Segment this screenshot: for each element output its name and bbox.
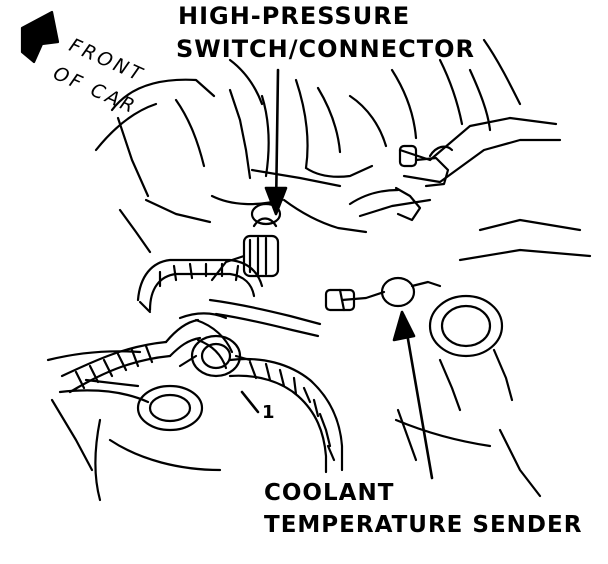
radiator-cap-area	[46, 350, 222, 502]
high-pressure-switch-label-line2: SWITCH/CONNECTOR	[176, 35, 475, 63]
callout-number: 1	[262, 402, 275, 423]
thermostat-housing	[394, 294, 542, 498]
high-pressure-switch	[210, 202, 282, 282]
high-pressure-switch-label-line1: HIGH-PRESSURE	[178, 2, 411, 30]
leader-arrows	[240, 68, 434, 480]
coolant-leader	[402, 314, 434, 480]
high-pressure-arrowhead-icon	[264, 186, 288, 216]
radiator-hose	[136, 258, 344, 474]
coolant-temperature-sender	[324, 276, 442, 312]
hose-connector	[178, 334, 252, 378]
coolant-sender-label-line2: TEMPERATURE SENDER	[264, 512, 583, 538]
engine-block-outline	[94, 38, 522, 254]
coolant-arrowhead-icon	[392, 310, 416, 342]
high-pressure-leader	[274, 68, 280, 212]
wiring-harness	[60, 318, 234, 394]
callout-1-leader	[240, 390, 260, 414]
ac-lines-bracket	[358, 116, 592, 262]
coolant-sender-label-line1: COOLANT	[264, 480, 395, 506]
front-direction-arrow-icon	[20, 10, 60, 64]
